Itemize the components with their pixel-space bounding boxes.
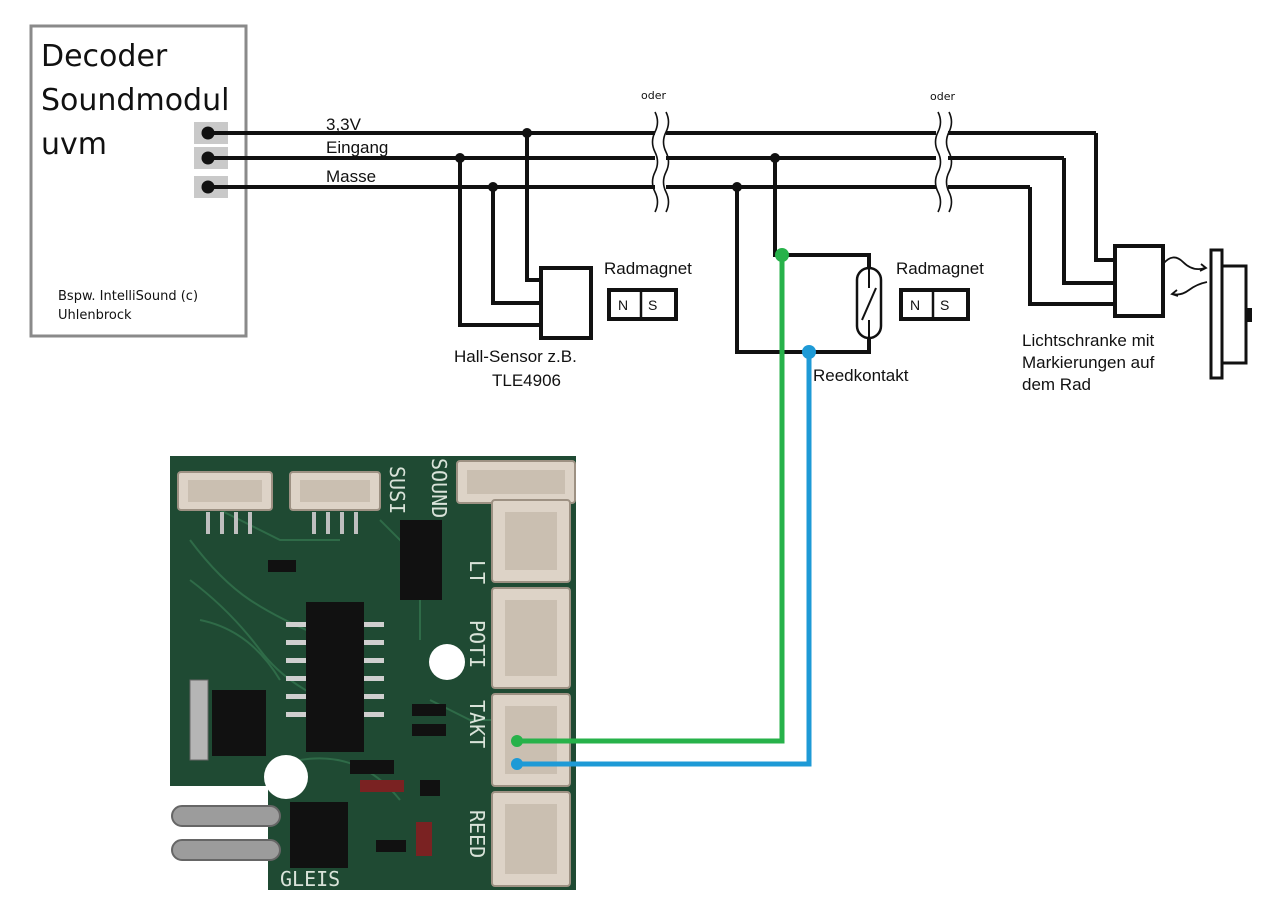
hall-magnet-pole-s: S bbox=[648, 297, 657, 313]
reed-contact-branch: Reedkontakt Radmagnet N S bbox=[732, 153, 984, 385]
decoder-title-line1: Decoder bbox=[41, 39, 168, 74]
pcb-chip-4 bbox=[290, 802, 348, 868]
oder-label-2: oder bbox=[930, 90, 955, 103]
reed-label: Reedkontakt bbox=[813, 366, 909, 385]
pcb-hole-2 bbox=[264, 755, 308, 799]
pcb-crystal bbox=[189, 679, 209, 761]
light-barrier-body bbox=[1113, 244, 1165, 318]
pcb-connector-top-2 bbox=[289, 471, 381, 511]
reed-contact-symbol bbox=[855, 266, 883, 340]
light-barrier-label-line2: Markierungen auf bbox=[1022, 353, 1155, 372]
hall-magnet-label: Radmagnet bbox=[604, 259, 692, 278]
reed-magnet: N S bbox=[899, 288, 970, 321]
pcb-label-gleis: GLEIS bbox=[280, 867, 340, 891]
decoder-note-line1: Bspw. IntelliSound (c) bbox=[58, 289, 198, 304]
reed-magnet-pole-n: N bbox=[910, 297, 920, 313]
light-barrier-label-line1: Lichtschranke mit bbox=[1022, 331, 1155, 350]
blue-wire bbox=[511, 345, 816, 770]
pcb-connector-top-1 bbox=[177, 471, 273, 511]
light-beam-arrows bbox=[1162, 256, 1208, 297]
pcb-connector-top-3 bbox=[456, 460, 576, 504]
reed-magnet-pole-s: S bbox=[940, 297, 949, 313]
reed-magnet-label: Radmagnet bbox=[896, 259, 984, 278]
pcb-diode-2 bbox=[416, 822, 432, 856]
pcb-hole-1 bbox=[429, 644, 465, 680]
pcb-connector-lt bbox=[491, 499, 571, 583]
decoder-box: Decoder Soundmodul uvm Bspw. IntelliSoun… bbox=[29, 24, 248, 338]
wheel-icon bbox=[1209, 248, 1252, 380]
pcb-label-takt: TAKT bbox=[465, 700, 489, 748]
pcb-label-lt: LT bbox=[465, 560, 489, 584]
pcb-rail-wires bbox=[171, 805, 281, 861]
hall-sensor-branch: Hall-Sensor z.B. TLE4906 Radmagnet N S bbox=[454, 128, 692, 390]
pcb-label-poti: POTI bbox=[465, 620, 489, 668]
bus-wires bbox=[208, 131, 1115, 306]
pcb-label-reed: REED bbox=[465, 810, 489, 858]
pcb-diode-1 bbox=[360, 780, 404, 792]
wire-label-eingang: Eingang bbox=[326, 138, 388, 157]
oder-label-1: oder bbox=[641, 89, 666, 102]
green-wire bbox=[511, 248, 789, 747]
pcb-chip-3 bbox=[400, 520, 442, 600]
light-barrier: Lichtschranke mit Markierungen auf dem R… bbox=[1022, 244, 1252, 394]
decoder-title-line2: Soundmodul bbox=[41, 83, 229, 118]
pcb-chip-main bbox=[286, 602, 384, 752]
pcb-pins bbox=[206, 512, 358, 534]
decoder-note-line2: Uhlenbrock bbox=[58, 308, 132, 323]
hall-label-line1: Hall-Sensor z.B. bbox=[454, 347, 577, 366]
pcb-label-sound: SOUND bbox=[427, 458, 451, 518]
hall-sensor-body bbox=[539, 266, 593, 340]
hall-magnet-pole-n: N bbox=[618, 297, 628, 313]
pcb-chip-2 bbox=[212, 690, 266, 756]
pcb-smd-parts bbox=[268, 560, 446, 852]
light-barrier-label-line3: dem Rad bbox=[1022, 375, 1091, 394]
break-mark-1 bbox=[651, 111, 670, 213]
wire-label-33v: 3,3V bbox=[326, 115, 362, 134]
decoder-title-line3: uvm bbox=[41, 127, 107, 162]
pcb-module: SUSI SOUND LT POTI TAKT REED GLEIS bbox=[170, 456, 576, 891]
hall-label-line2: TLE4906 bbox=[492, 371, 561, 390]
pcb-label-susi: SUSI bbox=[385, 466, 409, 514]
pcb-connector-reed bbox=[491, 791, 571, 887]
break-mark-2 bbox=[934, 111, 953, 213]
wire-label-masse: Masse bbox=[326, 167, 376, 186]
hall-magnet: N S bbox=[607, 288, 678, 321]
pcb-connector-poti bbox=[491, 587, 571, 689]
